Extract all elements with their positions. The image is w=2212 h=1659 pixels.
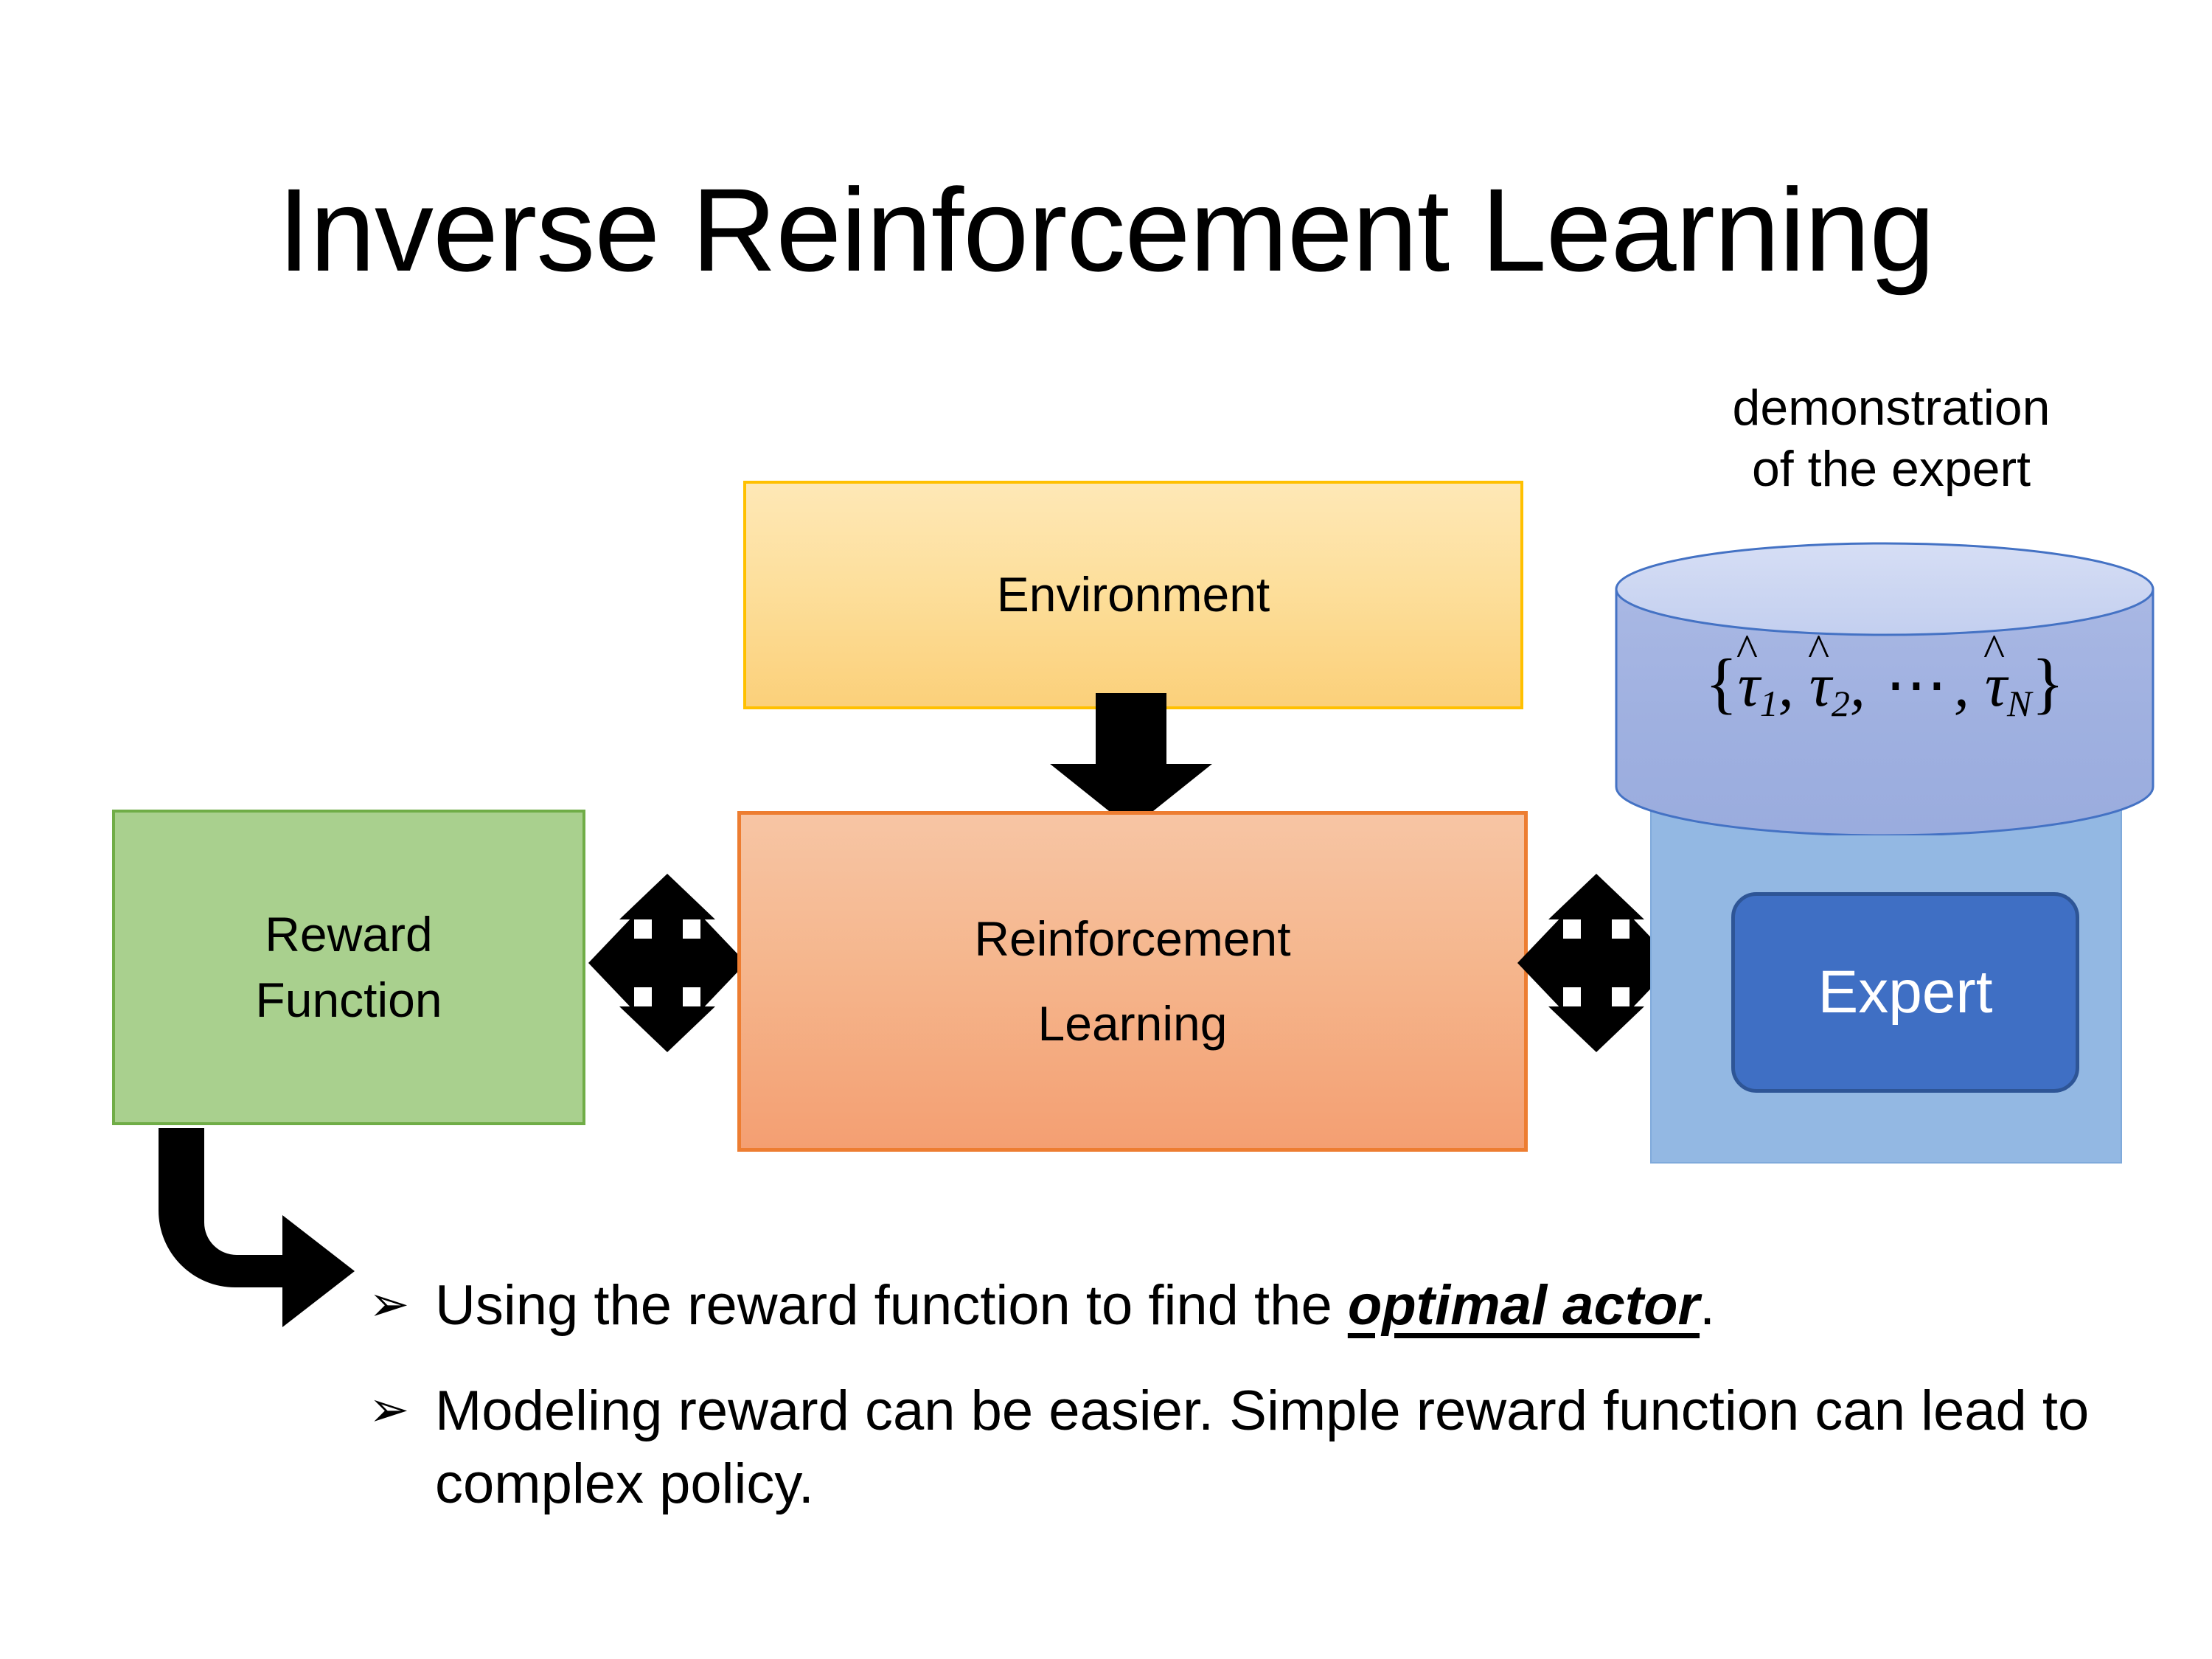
tau-1: ^τ [1736,628,1760,717]
tau-n-hat: ^ [1983,626,2006,676]
bullet-marker-icon: ➢ [369,1381,410,1436]
page-title: Inverse Reinforcement Learning [277,164,1935,296]
rl-to-expert-four-way-arrow [1517,874,1675,1052]
reward-function-box: Reward Function [112,810,585,1125]
bullet-marker-icon: ➢ [369,1276,410,1331]
set-comma-1: , [1778,651,1794,720]
tau-2-symbol: τ [1809,651,1832,720]
expert-label: Expert [1818,959,1993,1026]
tau-2-subscript: 2 [1831,683,1850,724]
environment-box: Environment [743,481,1523,709]
bullet-1-suffix: . [1700,1274,1716,1337]
bullet-1-emphasis: optimal actor [1347,1274,1700,1337]
tau-n-subscript: N [2006,683,2032,724]
expert-box: Expert [1731,892,2079,1093]
demonstration-set-notation: {^τ1, ^τ2, ⋯, ^τN} [1615,628,2154,724]
tau-2-hat: ^ [1807,626,1830,676]
reward-function-label-line1: Reward [265,906,433,961]
demonstration-caption-line1: demonstration [1732,380,2051,436]
environment-to-rl-arrow [1050,693,1212,829]
set-comma-3: , [1953,651,1969,720]
set-comma-2: , [1849,651,1865,720]
set-ellipsis: ⋯ [1885,651,1950,720]
bullet-text-1: Using the reward function to find the op… [435,1270,2109,1343]
bullet-text-2: Modeling reward can be easier. Simple re… [435,1375,2109,1521]
tau-1-subscript: 1 [1759,683,1778,724]
demonstration-caption-line2: of the expert [1751,440,2031,497]
rl-label-line2: Learning [1037,996,1228,1051]
demonstration-cylinder-icon [1615,540,2154,835]
set-open-brace: { [1705,645,1738,720]
reward-to-bullet-bent-arrow [159,1128,372,1357]
tau-1-hat: ^ [1736,626,1758,676]
rl-label-line1: Reinforcement [974,911,1291,966]
tau-n: ^τ [1983,628,2007,717]
set-close-brace: } [2031,645,2065,720]
bullet-2-prefix: Modeling reward can be easier. Simple re… [435,1379,2090,1515]
demonstration-caption: demonstration of the expert [1641,378,2142,500]
reward-to-rl-four-way-arrow [588,874,746,1052]
environment-label: Environment [996,567,1270,622]
tau-n-symbol: τ [1984,651,2007,720]
list-item: ➢ Using the reward function to find the … [369,1270,2109,1343]
bullet-1-prefix: Using the reward function to find the [435,1274,1348,1337]
tau-2: ^τ [1808,628,1832,717]
reward-function-label-line2: Function [255,973,442,1027]
reinforcement-learning-box: Reinforcement Learning [737,811,1528,1152]
bullet-list: ➢ Using the reward function to find the … [369,1270,2109,1553]
list-item: ➢ Modeling reward can be easier. Simple … [369,1375,2109,1521]
tau-1-symbol: τ [1737,651,1760,720]
